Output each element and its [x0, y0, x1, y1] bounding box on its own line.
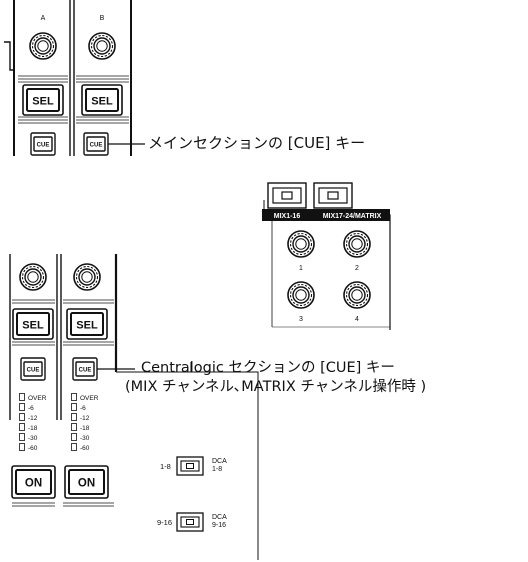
knob-number: 1 — [299, 265, 303, 272]
top-channel-strip — [4, 0, 132, 156]
dca-9-16-button[interactable] — [176, 512, 204, 532]
mix-knob-1-icon[interactable] — [287, 230, 315, 258]
dca-row2-bottom-label: 9-16 — [212, 522, 226, 529]
centralogic-ch2-on-button[interactable]: ON — [64, 465, 109, 499]
mix-knob-3-icon[interactable] — [287, 281, 315, 309]
sel-label: SEL — [22, 320, 44, 332]
centralogic-ch1-cue-button[interactable]: CUE — [20, 357, 46, 381]
meter-label: -60 — [28, 445, 38, 452]
centralogic-ch1-on-button[interactable]: ON — [11, 465, 56, 499]
dca-row2-top-label: DCA — [212, 514, 227, 521]
mix1-16-button[interactable] — [267, 182, 307, 209]
mix1-16-label: MIX1-16 — [274, 213, 301, 220]
dca-row1-top-label: DCA — [212, 458, 227, 465]
cue-label: CUE — [79, 368, 92, 374]
centralogic-ch1-sel-button[interactable]: SEL — [12, 308, 54, 340]
centralogic-knob-2-icon[interactable] — [73, 263, 101, 291]
centralogic-ch1-meter: OVER -6 -12 -18 -30 -60 — [19, 393, 47, 452]
knob-number: 3 — [299, 316, 303, 323]
meter-label: -12 — [80, 415, 90, 422]
mix-knob-2-icon[interactable] — [343, 230, 371, 258]
dca-1-8-button[interactable] — [176, 456, 204, 476]
channel-a-knob-icon[interactable] — [29, 32, 57, 60]
meter-label: -60 — [80, 445, 90, 452]
sel-label: SEL — [76, 320, 98, 332]
channel-b-knob-icon[interactable] — [88, 32, 116, 60]
main-cue-callout: メインセクションの [CUE] キー — [148, 134, 366, 152]
dca-row1-bottom-label: 1-8 — [212, 466, 222, 473]
on-label: ON — [25, 478, 42, 490]
cue-label: CUE — [90, 143, 103, 149]
channel-b-sel-button[interactable]: SEL — [81, 84, 123, 116]
meter-label: -6 — [28, 405, 34, 412]
meter-label: -12 — [28, 415, 38, 422]
meter-label: OVER — [28, 395, 47, 402]
dca-row1-left-label: 1-8 — [160, 462, 171, 471]
mix17-24-matrix-button[interactable] — [313, 182, 353, 209]
sel-label: SEL — [32, 96, 54, 108]
cue-label: CUE — [27, 368, 40, 374]
channel-b-header: B — [100, 15, 105, 22]
mix-label-bar — [262, 209, 390, 221]
centralogic-ch2-meter: OVER -6 -12 -18 -30 -60 — [71, 393, 99, 452]
channel-a-cue-button[interactable]: CUE — [30, 132, 56, 156]
centralogic-ch2-sel-button[interactable]: SEL — [66, 308, 108, 340]
centralogic-channel-strip — [9, 254, 259, 560]
centralogic-cue-callout-line1: Centralogic セクションの [CUE] キー — [141, 360, 395, 376]
channel-a-header: A — [41, 15, 46, 22]
bottom-hatch — [12, 502, 114, 507]
knob-number: 4 — [355, 316, 359, 323]
meter-label: -18 — [80, 425, 90, 432]
centralogic-cue-callout-line2: (MIX チャンネル､MATRIX チャンネル操作時 ) — [125, 379, 427, 395]
mix17-24-matrix-label: MIX17-24/MATRIX — [323, 213, 382, 220]
channel-a-sel-button[interactable]: SEL — [22, 84, 64, 116]
sel-label: SEL — [91, 96, 113, 108]
meter-label: -30 — [28, 435, 38, 442]
meter-label: -30 — [80, 435, 90, 442]
on-label: ON — [78, 478, 95, 490]
centralogic-knob-1-icon[interactable] — [19, 263, 47, 291]
main-cue-button[interactable]: CUE — [83, 132, 109, 156]
cue-label: CUE — [37, 143, 50, 149]
meter-label: OVER — [80, 395, 99, 402]
dca-row2-left-label: 9-16 — [157, 518, 172, 527]
meter-label: -6 — [80, 405, 86, 412]
mix-knob-4-icon[interactable] — [343, 281, 371, 309]
meter-label: -18 — [28, 425, 38, 432]
knob-number: 2 — [355, 265, 359, 272]
centralogic-cue-button[interactable]: CUE — [72, 357, 98, 381]
